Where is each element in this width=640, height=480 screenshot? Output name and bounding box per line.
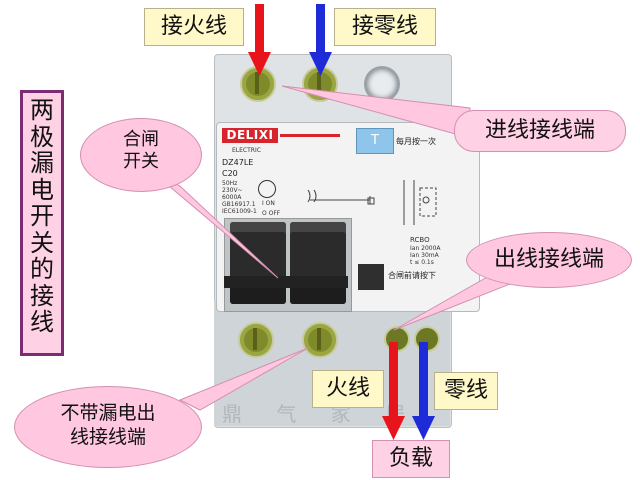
switch-callout: 合闸 开关 — [80, 118, 202, 192]
title-char: 电 — [30, 175, 54, 204]
rating-label: C20 — [222, 169, 238, 178]
rcbo-spec-2: Ian 30mA — [410, 252, 439, 259]
neutral-in-arrow-shaft — [316, 4, 325, 54]
plain-out-line2: 线接线端 — [69, 426, 146, 448]
spec-4: GB16917.1 — [222, 201, 256, 208]
brand-logo: DELIXI — [222, 128, 278, 143]
outgoing-terminal-callout: 出线接线端 — [466, 232, 632, 288]
spec-2: 230V~ — [222, 187, 243, 194]
load-label: 负载 — [372, 440, 450, 478]
live-out-arrow-shaft — [389, 342, 398, 418]
neutral-out-arrow-shaft — [419, 342, 428, 418]
off-label: O OFF — [262, 210, 281, 217]
vertical-title: 两 极 漏 电 开 关 的 接 线 — [20, 90, 64, 356]
live-in-arrow-shaft — [255, 4, 264, 54]
brand-subtitle: ELECTRIC — [232, 147, 261, 154]
title-char: 关 — [30, 228, 54, 257]
switch-handle-left[interactable] — [230, 222, 286, 304]
plain-out-line1: 不带漏电出 — [60, 402, 156, 424]
live-out-arrow-head — [382, 416, 405, 440]
live-in-label: 接火线 — [144, 8, 244, 46]
title-char: 开 — [30, 202, 54, 230]
spec-1: 50Hz — [222, 180, 238, 187]
brand-stripe — [280, 134, 340, 137]
on-label: I ON — [262, 200, 275, 207]
neutral-out-arrow-head — [412, 416, 435, 440]
rcbo-spec-1: Ian 2000A — [410, 245, 441, 252]
test-button[interactable]: T — [356, 128, 394, 154]
neutral-in-arrow-head — [309, 52, 332, 76]
certification-icon — [258, 180, 276, 198]
reset-tip: 合闸前请按下 — [388, 271, 436, 280]
neutral-out-label: 零线 — [434, 372, 498, 410]
incoming-callout-pointer — [281, 85, 471, 139]
model-number: DZ47LE — [222, 158, 254, 167]
handle-tie-bar — [224, 276, 348, 288]
incoming-terminal-callout: 进线接线端 — [454, 110, 626, 152]
spec-3: 6000A — [222, 194, 242, 201]
switch-callout-line2: 开关 — [123, 151, 159, 172]
bottom-left-terminal — [238, 322, 274, 358]
reset-button[interactable] — [358, 264, 384, 290]
bottom-right-terminal — [302, 322, 338, 358]
title-char: 两 — [30, 96, 54, 124]
plain-out-callout: 不带漏电出 线接线端 — [14, 386, 202, 468]
title-char: 的 — [30, 255, 54, 283]
test-tip: 每月按一次 — [396, 137, 436, 146]
title-char: 线 — [30, 308, 54, 336]
spec-5: IEC61009-1 — [222, 208, 257, 215]
circuit-diagram — [307, 180, 437, 225]
live-in-arrow-head — [248, 52, 271, 76]
live-out-label: 火线 — [312, 370, 384, 408]
switch-callout-line1: 合闸 — [123, 129, 159, 150]
title-char: 漏 — [30, 149, 54, 177]
rcbo-spec-3: t ≤ 0.1s — [410, 259, 434, 266]
rcbo-label: RCBO — [410, 236, 430, 244]
title-char: 极 — [30, 122, 54, 151]
neutral-in-label: 接零线 — [334, 8, 436, 46]
switch-handle-right[interactable] — [290, 222, 346, 304]
plain-out-callout-pointer — [178, 347, 309, 411]
title-char: 接 — [30, 281, 54, 310]
